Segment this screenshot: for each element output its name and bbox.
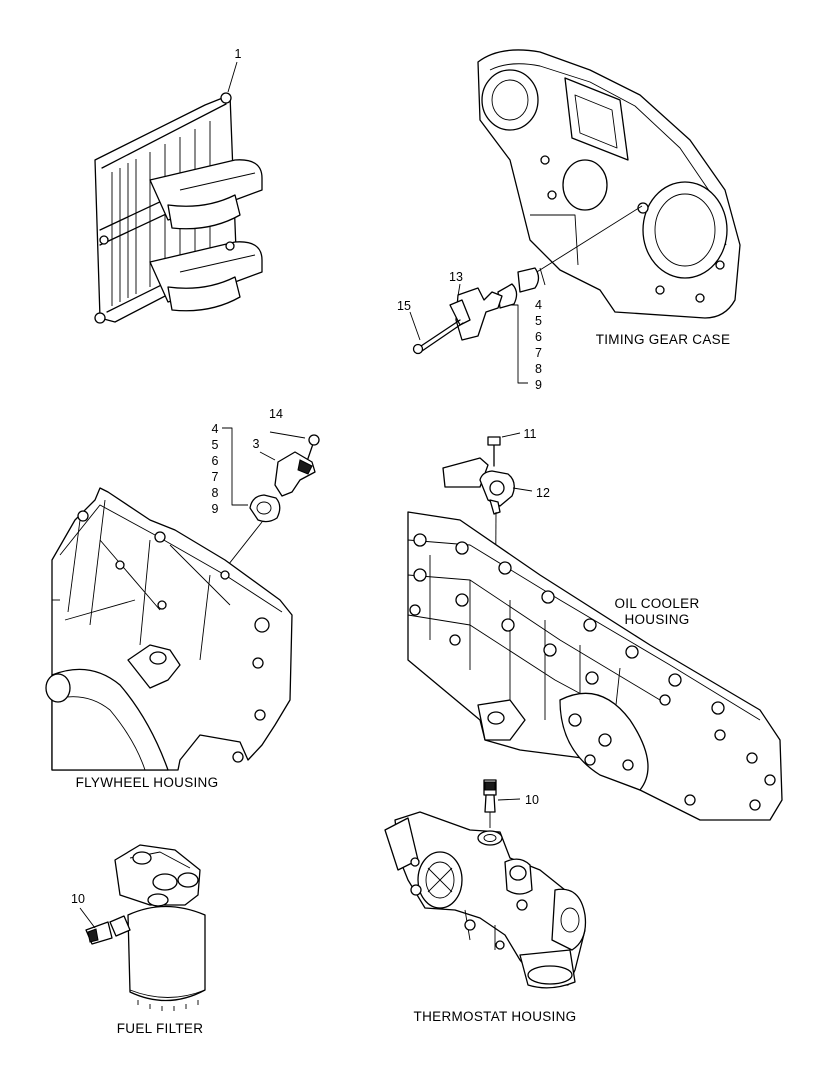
label-oil-cooler-line2: HOUSING (624, 612, 689, 627)
timing-gear-case (477, 49, 741, 319)
label-flywheel-housing: FLYWHEEL HOUSING (76, 775, 219, 790)
callout-9: 9 (535, 378, 542, 392)
callout-4: 4 (535, 298, 542, 312)
label-fuel-filter: FUEL FILTER (117, 1021, 204, 1036)
fuel-filter (79, 844, 206, 1011)
callout-7: 7 (535, 346, 542, 360)
callout-group-4-9-right: 4 5 6 7 8 9 (535, 298, 542, 392)
callout-10-fuel-filter: 10 (71, 892, 85, 906)
label-thermostat-housing: THERMOSTAT HOUSING (414, 1009, 577, 1024)
label-timing-gear-case: TIMING GEAR CASE (596, 332, 731, 347)
callout-11: 11 (524, 427, 537, 441)
callout-15: 15 (397, 299, 411, 313)
callout-6: 6 (535, 330, 542, 344)
callout-10-thermostat: 10 (525, 793, 539, 807)
camshaft-sensor-assembly (409, 205, 643, 384)
callout-6: 6 (212, 454, 219, 468)
flywheel-housing (45, 487, 293, 771)
callout-4: 4 (212, 422, 219, 436)
callout-9: 9 (212, 502, 219, 516)
thermostat-housing (384, 779, 587, 989)
callout-12: 12 (536, 486, 550, 500)
callout-13: 13 (449, 270, 463, 284)
callout-8: 8 (535, 362, 542, 376)
label-oil-cooler-line1: OIL COOLER (614, 596, 699, 611)
oil-cooler-housing (407, 432, 783, 821)
callout-3: 3 (253, 437, 260, 451)
callout-group-4-9-left: 4 5 6 7 8 9 (212, 422, 219, 516)
callout-5: 5 (535, 314, 542, 328)
callout-1: 1 (235, 47, 242, 61)
ecu-module (94, 61, 263, 324)
callout-7: 7 (212, 470, 219, 484)
callout-8: 8 (212, 486, 219, 500)
callout-14: 14 (269, 407, 283, 421)
callout-5: 5 (212, 438, 219, 452)
